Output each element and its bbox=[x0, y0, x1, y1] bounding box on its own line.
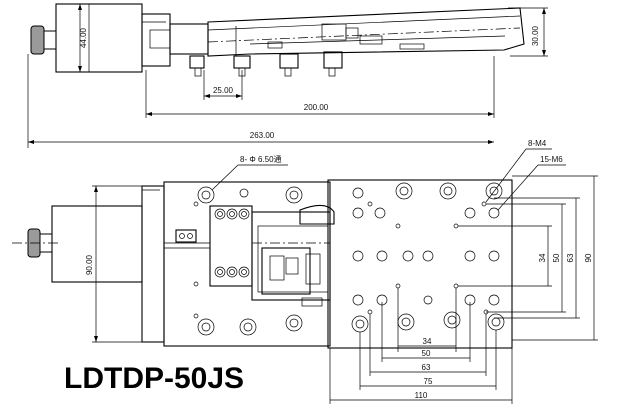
side-view: 44.00 30.00 25.00 200.00 263.00 bbox=[27, 3, 548, 148]
top-moving-table bbox=[327, 179, 513, 349]
side-stage-body bbox=[207, 7, 525, 57]
side-dim-25: 25.00 bbox=[213, 86, 234, 95]
callout-m6: 15-M6 bbox=[540, 155, 563, 164]
hdim-34: 34 bbox=[423, 337, 432, 346]
vdim-90: 90 bbox=[584, 253, 593, 262]
top-base-plate bbox=[163, 181, 331, 347]
side-knob-shaft bbox=[43, 30, 57, 50]
hdim-63: 63 bbox=[422, 363, 431, 372]
model-name: LDTDP-50JS bbox=[64, 362, 244, 395]
side-height-label: 44.00 bbox=[79, 27, 88, 48]
side-screw-housing bbox=[169, 23, 209, 55]
side-knob bbox=[30, 25, 45, 55]
top-motor bbox=[51, 205, 143, 283]
side-motor-body bbox=[55, 3, 143, 73]
vdim-63: 63 bbox=[566, 253, 575, 262]
top-view: 90.00 8- Φ 6.50通 8-M4 15-M6 34 50 63 bbox=[12, 139, 598, 404]
side-dim-263: 263.00 bbox=[250, 131, 275, 140]
top-width-label: 90.00 bbox=[85, 254, 94, 275]
hdim-50: 50 bbox=[422, 349, 431, 358]
hdim-110: 110 bbox=[415, 391, 428, 400]
hdim-75: 75 bbox=[424, 377, 433, 386]
vdim-34: 34 bbox=[538, 253, 547, 262]
callout-m4: 8-M4 bbox=[528, 139, 547, 148]
side-dim-200: 200.00 bbox=[304, 103, 329, 112]
table-holes bbox=[351, 182, 505, 333]
side-height-right-label: 30.00 bbox=[531, 25, 540, 46]
vdim-50: 50 bbox=[552, 253, 561, 262]
hole-callout: 8- Φ 6.50通 bbox=[240, 154, 282, 164]
base-mount-holes bbox=[193, 186, 303, 336]
